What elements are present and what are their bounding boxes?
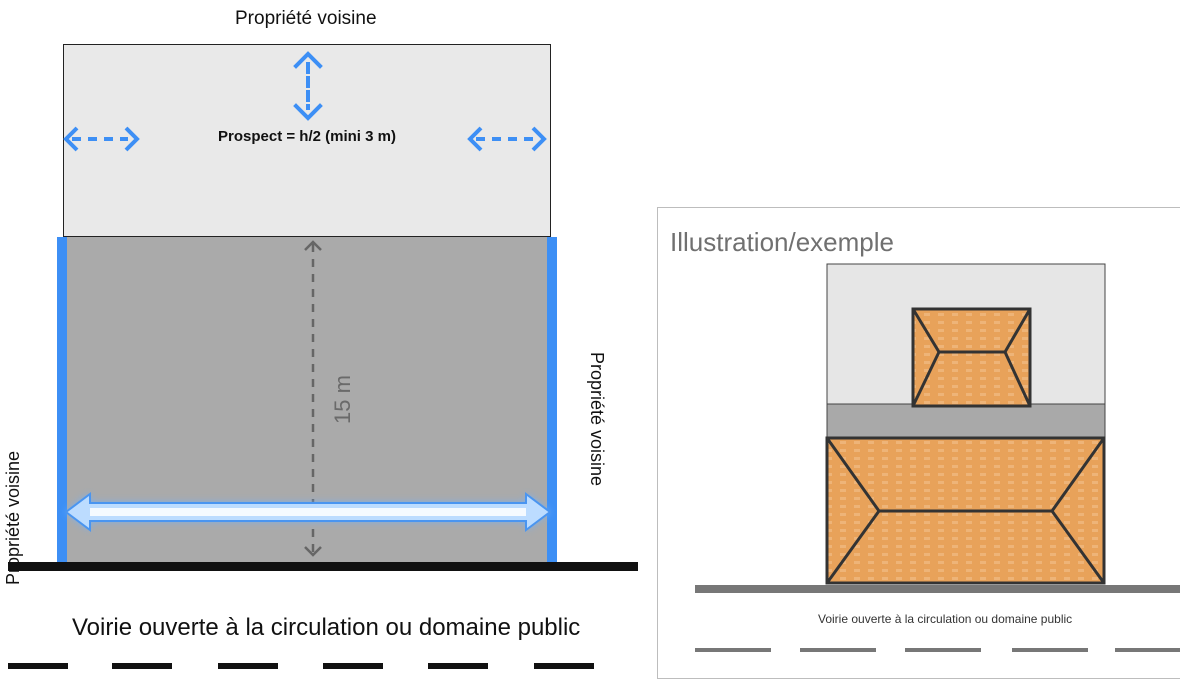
vertical-setback-arrow-icon: [293, 51, 323, 121]
left-boundary-wall: [57, 237, 67, 563]
example-road-edge: [695, 585, 1180, 593]
road-dash: [112, 663, 172, 669]
main-house-roof-icon: [825, 436, 1106, 585]
depth-dimension-arrow-icon: [304, 240, 322, 557]
road-dash: [534, 663, 594, 669]
top-neighbor-label: Propriété voisine: [235, 8, 377, 29]
road-dash: [218, 663, 278, 669]
main-arrows: [63, 51, 552, 557]
road-dash: [8, 663, 68, 669]
example-road-dashes: [695, 648, 1180, 652]
annex-roof-icon: [911, 307, 1032, 408]
example-road-label: Voirie ouverte à la circulation ou domai…: [818, 612, 1073, 626]
width-arrow-icon: [64, 492, 552, 532]
right-boundary-wall: [547, 237, 557, 563]
example-illustration: [695, 263, 1180, 652]
right-setback-arrow-icon: [467, 126, 547, 152]
road-edge-line: [8, 562, 638, 571]
left-setback-arrow-icon: [63, 126, 140, 152]
example-title: Illustration/exemple: [670, 227, 894, 257]
road-dash: [323, 663, 383, 669]
road-label: Voirie ouverte à la circulation ou domai…: [72, 614, 581, 641]
road-dash: [428, 663, 488, 669]
prospect-rule-label: Prospect = h/2 (mini 3 m): [218, 128, 396, 145]
